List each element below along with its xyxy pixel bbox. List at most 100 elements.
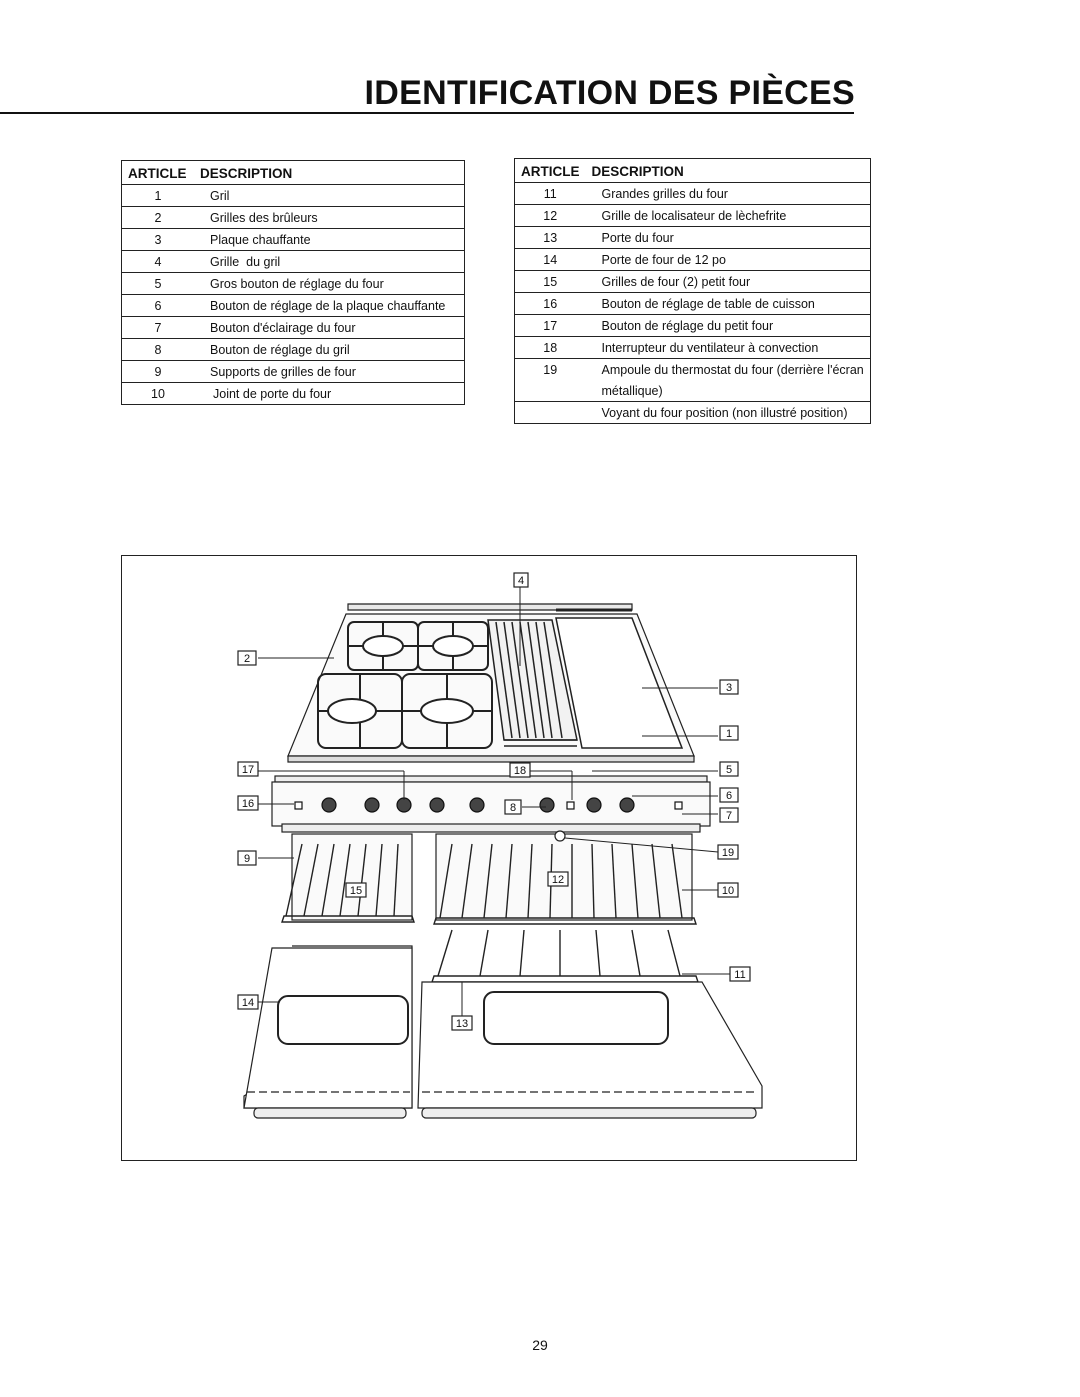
callout-18: 18 [509,762,531,778]
article-number: 3 [121,228,194,251]
article-description: Supports de grilles de four [194,360,465,383]
header-article: ARTICLE [514,158,586,183]
control-knobs [294,797,683,813]
article-number: 12 [514,204,586,227]
range-illustration: 4 2 3 1 17 18 5 16 6 8 7 9 19 15 12 10 1… [237,572,763,1119]
svg-text:9: 9 [244,853,250,865]
header-description: DESCRIPTION [194,160,465,185]
article-description: Bouton de réglage de la plaque chauffant… [194,294,465,317]
svg-text:5: 5 [726,764,732,776]
callout-11: 11 [729,966,751,982]
svg-text:17: 17 [242,764,254,776]
grill-grate [487,619,578,747]
article-number: 1 [121,184,194,207]
article-description: Bouton de réglage du petit four [585,314,871,337]
article-number: 16 [514,292,586,315]
svg-text:3: 3 [726,682,732,694]
svg-text:1: 1 [726,728,732,740]
article-description: Grilles des brûleurs [194,206,465,229]
article-description: Interrupteur du ventilateur à convection [585,336,871,359]
article-description: Joint de porte du four [194,382,465,405]
table-header-row: ARTICLE DESCRIPTION [121,160,465,185]
callout-15: 15 [345,882,367,898]
article-number: 13 [514,226,586,249]
callout-13: 13 [451,1015,473,1031]
article-description: Bouton d'éclairage du four [194,316,465,339]
title-rule [0,112,854,114]
svg-text:7: 7 [726,810,732,822]
article-number: 17 [514,314,586,337]
header-description: DESCRIPTION [585,158,871,183]
table-row-continuation: métallique) [514,380,871,402]
article-number: 14 [514,248,586,271]
callout-9: 9 [237,850,257,866]
article-number: 19 [543,362,558,377]
small-oven [243,833,415,1119]
svg-text:15: 15 [350,885,362,897]
svg-text:18: 18 [514,765,526,777]
article-description-continued: métallique) [585,380,871,402]
callout-2: 2 [237,650,257,666]
article-description: Grandes grilles du four [585,182,871,205]
range-diagram: 4 2 3 1 17 18 5 16 6 8 7 9 19 15 12 10 1… [121,555,857,1161]
article-number: 11 [514,182,586,205]
callout-4: 4 [513,572,529,588]
callouts: 4 2 3 1 17 18 5 16 6 8 7 9 19 15 12 10 1… [237,572,751,1031]
callout-8: 8 [504,799,522,815]
svg-text:12: 12 [552,874,564,886]
cooktop [287,603,695,763]
callout-5: 5 [719,761,739,777]
callout-3: 3 [719,679,739,695]
svg-text:14: 14 [242,997,254,1009]
article-description: Porte du four [585,226,871,249]
svg-text:6: 6 [726,790,732,802]
article-number: 4 [121,250,194,273]
article-number [514,401,586,424]
callout-19: 19 [717,844,739,860]
article-number: 2 [121,206,194,229]
svg-text:16: 16 [242,798,254,810]
large-oven [417,830,763,1119]
table-row: Voyant du four position (non illustré po… [514,401,871,424]
header-article: ARTICLE [121,160,194,185]
burner-grates [317,621,493,749]
article-number: 18 [514,336,586,359]
article-description: Voyant du four position (non illustré po… [585,401,871,424]
table-header-row: ARTICLE DESCRIPTION [514,158,871,183]
svg-text:2: 2 [244,653,250,665]
svg-text:19: 19 [722,847,734,859]
callout-12: 12 [547,871,569,887]
article-description: Ampoule du thermostat du four (derrière … [601,362,864,377]
article-description: Grilles de four (2) petit four [585,270,871,293]
callout-17: 17 [237,761,259,777]
callout-6: 6 [719,787,739,803]
article-number: 7 [121,316,194,339]
article-number: 8 [121,338,194,361]
callout-14: 14 [237,994,259,1010]
article-description: Gril [194,184,465,207]
table-row: 19 Ampoule du thermostat du four (derrièr… [515,359,871,381]
article-description: Plaque chauffante [194,228,465,251]
callout-16: 16 [237,795,259,811]
griddle [555,608,684,749]
callout-10: 10 [717,882,739,898]
article-number: 6 [121,294,194,317]
leader-lines [258,586,732,1026]
article-description: Grille de localisateur de lèchefrite [585,204,871,227]
control-panel [271,775,711,833]
svg-text:4: 4 [518,575,524,587]
